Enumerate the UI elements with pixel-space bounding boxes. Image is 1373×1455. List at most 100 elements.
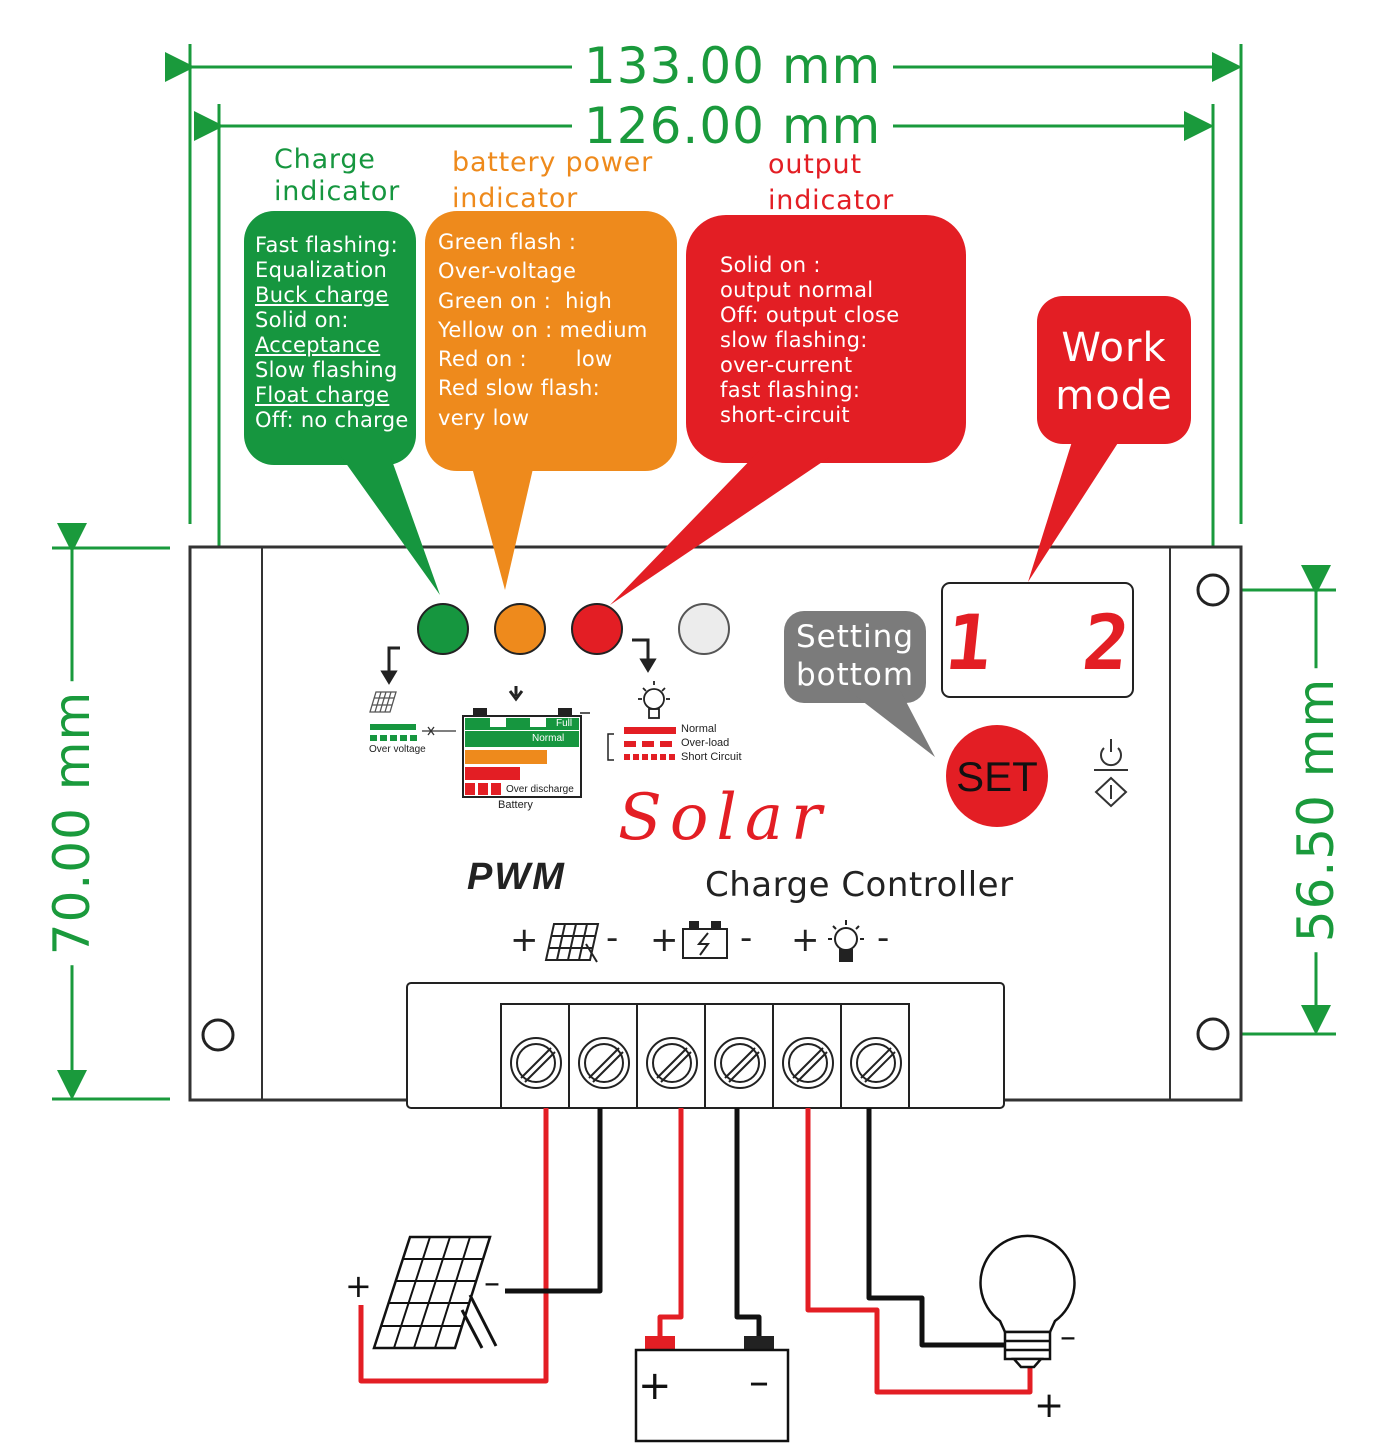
battery-minus-sign: - [740, 918, 753, 958]
setting-line1: Setting [796, 619, 914, 655]
battery-line: Red slow flash: [438, 376, 600, 401]
setting-bubble-text: Setting bottom [784, 618, 926, 694]
charge-indicator-text: Fast flashing: Equalization Buck charge … [255, 233, 409, 433]
hole-spacing-label: 56.50 mm [1287, 667, 1345, 953]
battery-line: very low [438, 405, 530, 430]
charge-line: Fast flashing: [255, 233, 398, 257]
mount-hole-bottom-right [1196, 1017, 1230, 1051]
charge-line: Equalization [255, 258, 388, 282]
terminal-screw-2 [578, 1037, 630, 1089]
battery-caption: Battery [498, 799, 533, 811]
inner-width-label: 126.00 mm [572, 96, 894, 156]
over-voltage-label: Over voltage [369, 744, 426, 755]
terminal-screws [510, 1037, 902, 1089]
load-state-normal: Normal [681, 723, 717, 735]
terminal-screw-6 [850, 1037, 902, 1089]
load-states-text: Normal Over-load Short Circuit [681, 722, 742, 764]
terminal-screw-4 [714, 1037, 766, 1089]
solar-panel-icon [372, 1235, 498, 1350]
lamp-plus-label: + [1034, 1385, 1065, 1426]
work-mode-line1: Work [1061, 325, 1167, 371]
set-button[interactable] [946, 725, 1048, 827]
pwm-label: PWM [467, 856, 566, 898]
load-positive-wire [805, 1108, 1033, 1395]
battery-minus-label: – [749, 1359, 769, 1405]
battery-indicator-bubble [425, 211, 677, 590]
digital-display [941, 582, 1134, 698]
charge-line: Float charge [255, 383, 390, 407]
work-mode-bubble [1028, 296, 1191, 582]
battery-plus-label: + [638, 1363, 672, 1409]
load-negative-wire [866, 1108, 1005, 1348]
battery-plus-sign: + [650, 920, 679, 960]
battery-normal-label: Normal [532, 733, 565, 744]
output-line: slow flashing: [720, 328, 868, 352]
terminal-screw-1 [510, 1037, 562, 1089]
output-indicator-title: output indicator [768, 147, 894, 219]
battery-title-line1: battery power [452, 147, 653, 178]
solar-plus-sign: + [510, 920, 539, 960]
charge-line: Buck charge [255, 283, 389, 307]
terminal-screw-5 [782, 1037, 834, 1089]
output-led [571, 603, 623, 655]
work-mode-text: Work mode [1037, 324, 1191, 420]
output-line: Off: output close [720, 303, 900, 327]
battery-full-label: Full [556, 718, 573, 729]
over-voltage-bars [370, 724, 456, 741]
charge-line: Slow flashing [255, 358, 398, 382]
battery-positive-wire [657, 1108, 684, 1337]
output-line: over-current [720, 353, 853, 377]
setting-line2: bottom [795, 657, 915, 693]
load-state-short: Short Circuit [681, 751, 742, 763]
battery-icon [634, 1336, 790, 1443]
output-title-line2: indicator [768, 185, 895, 216]
battery-indicator-title: battery power indicator [452, 145, 653, 217]
over-discharge-label: Over discharge [506, 784, 574, 795]
work-mode-line2: mode [1055, 373, 1173, 419]
spare-led [678, 603, 730, 655]
battery-line: Green on : high [438, 288, 613, 313]
battery-negative-wire [734, 1108, 762, 1337]
output-line: Solid on : [720, 253, 821, 277]
load-plus-sign: + [791, 920, 820, 960]
set-button-label[interactable]: SET [956, 753, 1038, 800]
charge-line: Off: no charge [255, 408, 409, 432]
battery-indicator-text: Green flash : Over-voltage Green on : hi… [438, 228, 648, 433]
power-icon [1094, 739, 1128, 771]
output-line: fast flashing: [720, 378, 861, 402]
load-state-overload: Over-load [681, 737, 730, 749]
battery-line: Green flash : [438, 230, 577, 254]
output-indicator-bubble [610, 215, 966, 605]
solar-minus-sign: - [606, 918, 619, 958]
terminal-symbol-solar [544, 923, 600, 963]
wires [358, 1108, 1033, 1395]
solar-negative-wire [505, 1108, 603, 1294]
terminal-screw-3 [646, 1037, 698, 1089]
output-line: short-circuit [720, 403, 850, 427]
solar-plus-label: + [345, 1267, 372, 1305]
charge-line: Acceptance [255, 333, 381, 357]
charge-indicator-bubble [244, 211, 440, 595]
charge-title-line1: Charge [274, 144, 376, 175]
charge-title-line2: indicator [274, 176, 401, 207]
terminal-block [406, 982, 1005, 1109]
solar-positive-wire [358, 1108, 549, 1384]
battery-line: Yellow on : medium [438, 317, 648, 342]
lamp-icon [979, 1234, 1076, 1369]
battery-led [494, 603, 546, 655]
lamp-minus-label: – [1060, 1317, 1076, 1355]
load-minus-sign: - [877, 918, 890, 958]
setting-bubble [784, 611, 935, 757]
charge-line: Solid on: [255, 308, 349, 332]
battery-title-line2: indicator [452, 183, 579, 214]
battery-level-graphic [462, 686, 590, 798]
outer-width-label: 133.00 mm [572, 36, 894, 96]
terminal-symbol-load [828, 920, 864, 962]
charge-indicator-title: Charge indicator [274, 144, 400, 208]
mode-diamond-icon [1094, 776, 1128, 808]
battery-line: Over-voltage [438, 259, 577, 284]
mount-hole-top-right [1196, 573, 1230, 607]
load-state-legend [607, 727, 676, 761]
battery-line: Red on : low [438, 347, 613, 372]
